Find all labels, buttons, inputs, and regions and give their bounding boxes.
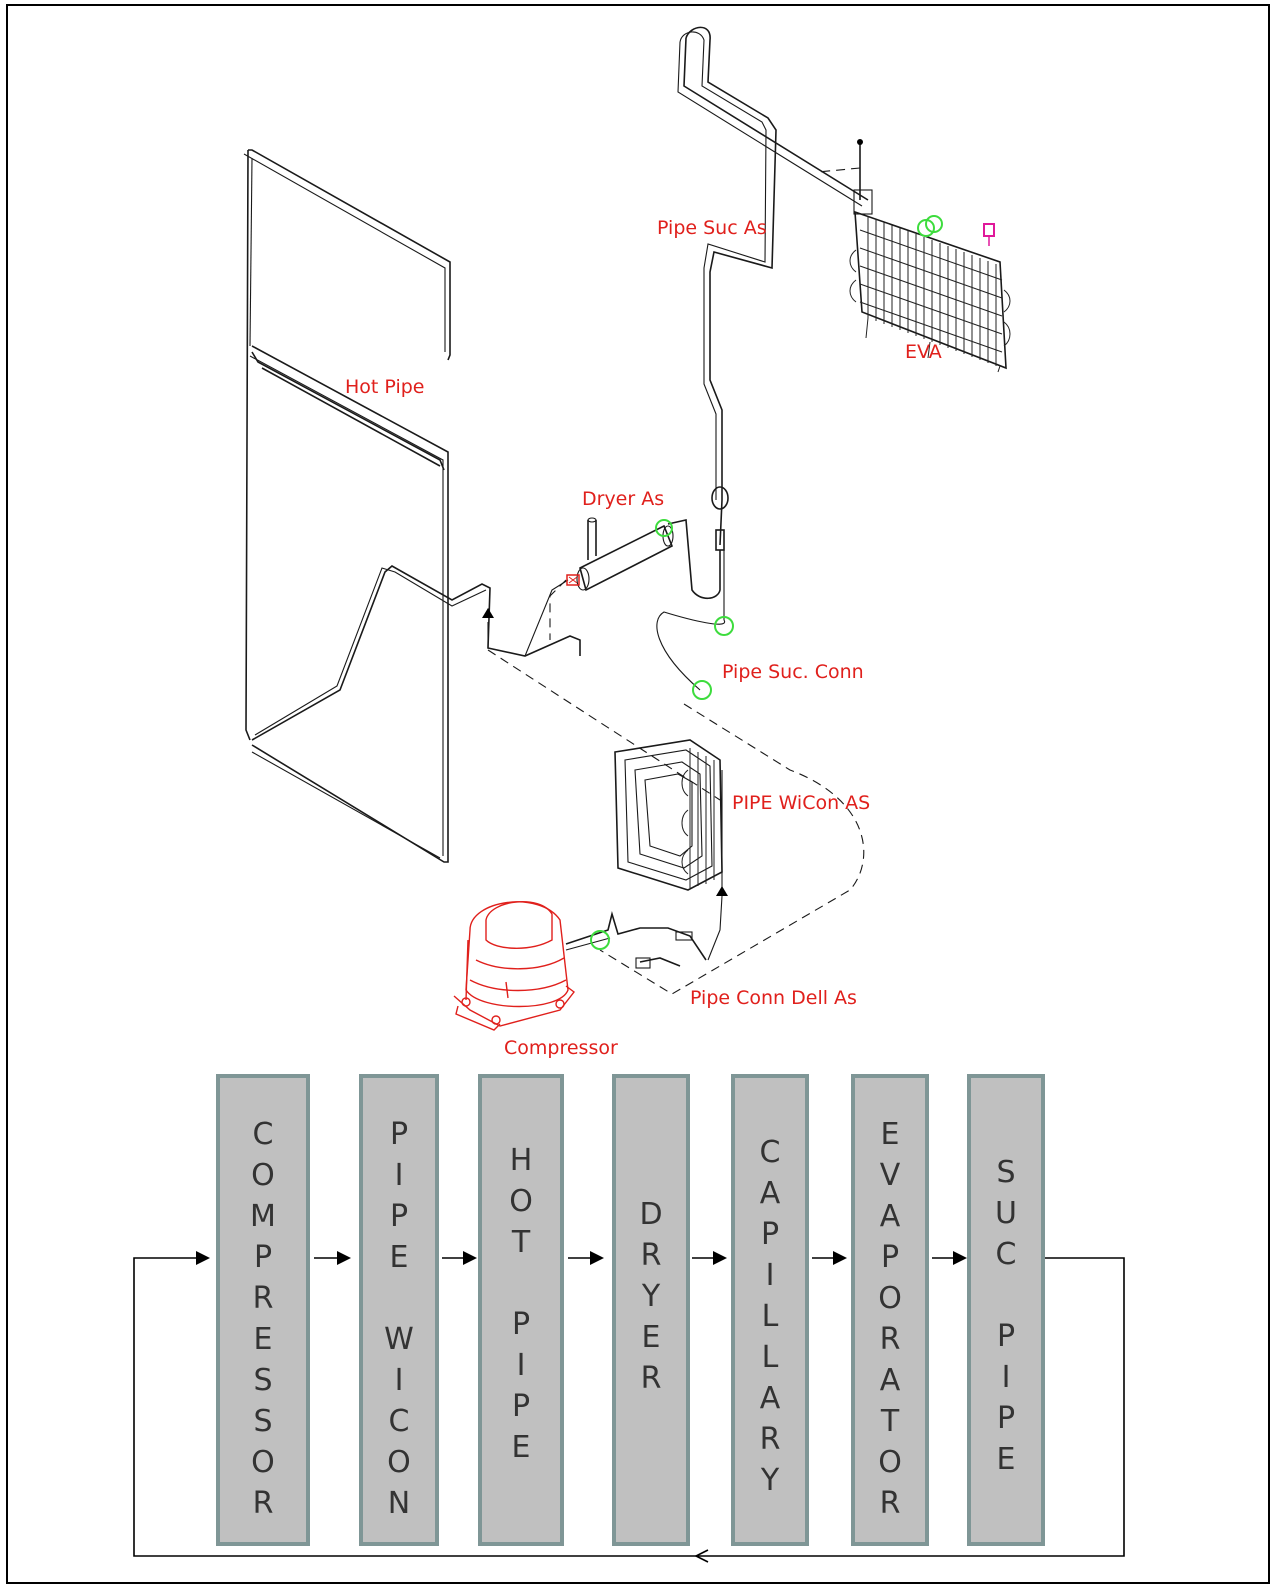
flow-box-hot-pipe: H O T P I P E bbox=[478, 1074, 564, 1546]
flow-arrowheads bbox=[196, 1251, 967, 1265]
flow-box-capillary: C A P I L L A R Y bbox=[731, 1074, 809, 1546]
sensor-marker-icon bbox=[983, 223, 995, 237]
compressor-drawing bbox=[453, 901, 575, 1031]
flow-box-label: C A P I L L A R Y bbox=[759, 1135, 781, 1498]
label-eva: EVA bbox=[905, 341, 942, 363]
flow-box-pipe-wicon: P I P E W I C O N bbox=[359, 1074, 439, 1546]
flow-box-label: H O T P I P E bbox=[509, 1143, 533, 1465]
flow-box-dryer: D R Y E R bbox=[612, 1074, 690, 1546]
flow-box-label: S U C P I P E bbox=[995, 1155, 1017, 1477]
label-pipe-wicon-as: PIPE WiCon AS bbox=[732, 792, 870, 814]
label-compressor: Compressor bbox=[504, 1037, 618, 1059]
condenser-drawing bbox=[614, 739, 728, 961]
evaporator-drawing bbox=[849, 139, 1011, 373]
flow-box-suc-pipe: S U C P I P E bbox=[967, 1074, 1045, 1546]
flow-box-label: P I P E W I C O N bbox=[384, 1117, 414, 1521]
suction-pipe-drawing bbox=[656, 26, 869, 691]
label-dryer-as: Dryer As bbox=[582, 488, 664, 510]
flow-box-evaporator: E V A P O R A T O R bbox=[851, 1074, 929, 1546]
flow-box-label: E V A P O R A T O R bbox=[878, 1117, 902, 1521]
diagram-frame bbox=[6, 4, 1270, 1584]
discharge-pipe-drawing bbox=[565, 910, 707, 969]
label-pipe-suc-conn: Pipe Suc. Conn bbox=[722, 661, 864, 683]
hot-pipe-drawing bbox=[243, 149, 581, 863]
connection-lines bbox=[487, 167, 865, 995]
flow-connectors bbox=[133, 1257, 1125, 1563]
flow-box-label: D R Y E R bbox=[639, 1197, 663, 1396]
dryer-drawing bbox=[549, 517, 734, 700]
label-hot-pipe: Hot Pipe bbox=[345, 376, 424, 398]
flow-box-compressor: C O M P R E S S O R bbox=[216, 1074, 310, 1546]
label-pipe-conn-dell-as: Pipe Conn Dell As bbox=[690, 987, 857, 1009]
flow-box-label: C O M P R E S S O R bbox=[250, 1117, 276, 1521]
label-pipe-suc-as: Pipe Suc As bbox=[657, 217, 767, 239]
